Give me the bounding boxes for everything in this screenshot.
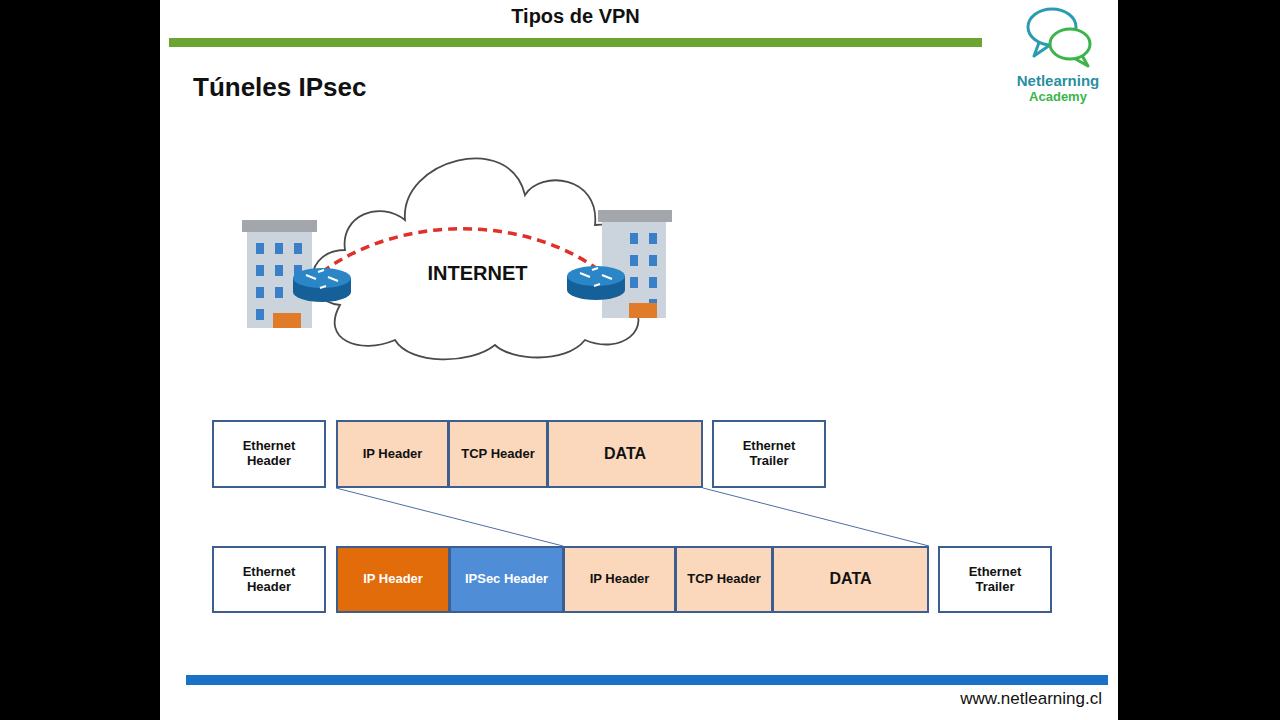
node-text: INTERNET [428,262,528,285]
slide-title: Tipos de VPN [169,5,982,28]
frame-field: DATA [547,420,703,488]
node-text: Ethernet Header [236,439,302,469]
node-text: TCP Header [461,447,534,462]
logo-bubbles [1028,9,1090,66]
mapping-line [336,488,563,546]
router-symbol [567,266,625,300]
frame-field: Ethernet Header [212,420,326,488]
slide [160,0,1118,720]
title-bar [169,38,982,47]
vpn-tunnel [322,229,596,272]
node-text: IP Header [363,572,423,587]
frame-field: TCP Header [675,546,773,613]
node-text: Ethernet Trailer [736,439,802,469]
frame-field: DATA [772,546,929,613]
node-text: Ethernet Trailer [962,565,1028,595]
node-text: DATA [829,570,871,588]
node-text: DATA [604,445,646,463]
frame-field: IP Header [336,420,449,488]
node-text: IP Header [590,572,650,587]
frame-field: TCP Header [448,420,548,488]
cloud-node: INTERNET [300,140,655,355]
frame-field: IP Header [563,546,676,613]
website-url: www.netlearning.cl [800,689,1102,709]
frame-field: IPSec Header [449,546,564,613]
building [598,210,672,318]
footer-bar [186,675,1108,685]
cloud-outline [300,140,655,355]
section-heading: Túneles IPsec [193,72,593,103]
frame-field: Ethernet Trailer [712,420,826,488]
node-text: Ethernet Header [236,565,302,595]
mapping-line [703,488,929,546]
logo-text: Academy [998,89,1118,104]
frame-field: Ethernet Header [212,546,326,613]
building [242,220,317,328]
router-symbol [293,268,351,302]
node-text: IP Header [363,447,423,462]
node-text: TCP Header [687,572,760,587]
frame-field: IP Header [336,546,450,613]
frame-field: Ethernet Trailer [938,546,1052,613]
logo-text: Netlearning [998,72,1118,89]
node-text: IPSec Header [465,572,548,587]
